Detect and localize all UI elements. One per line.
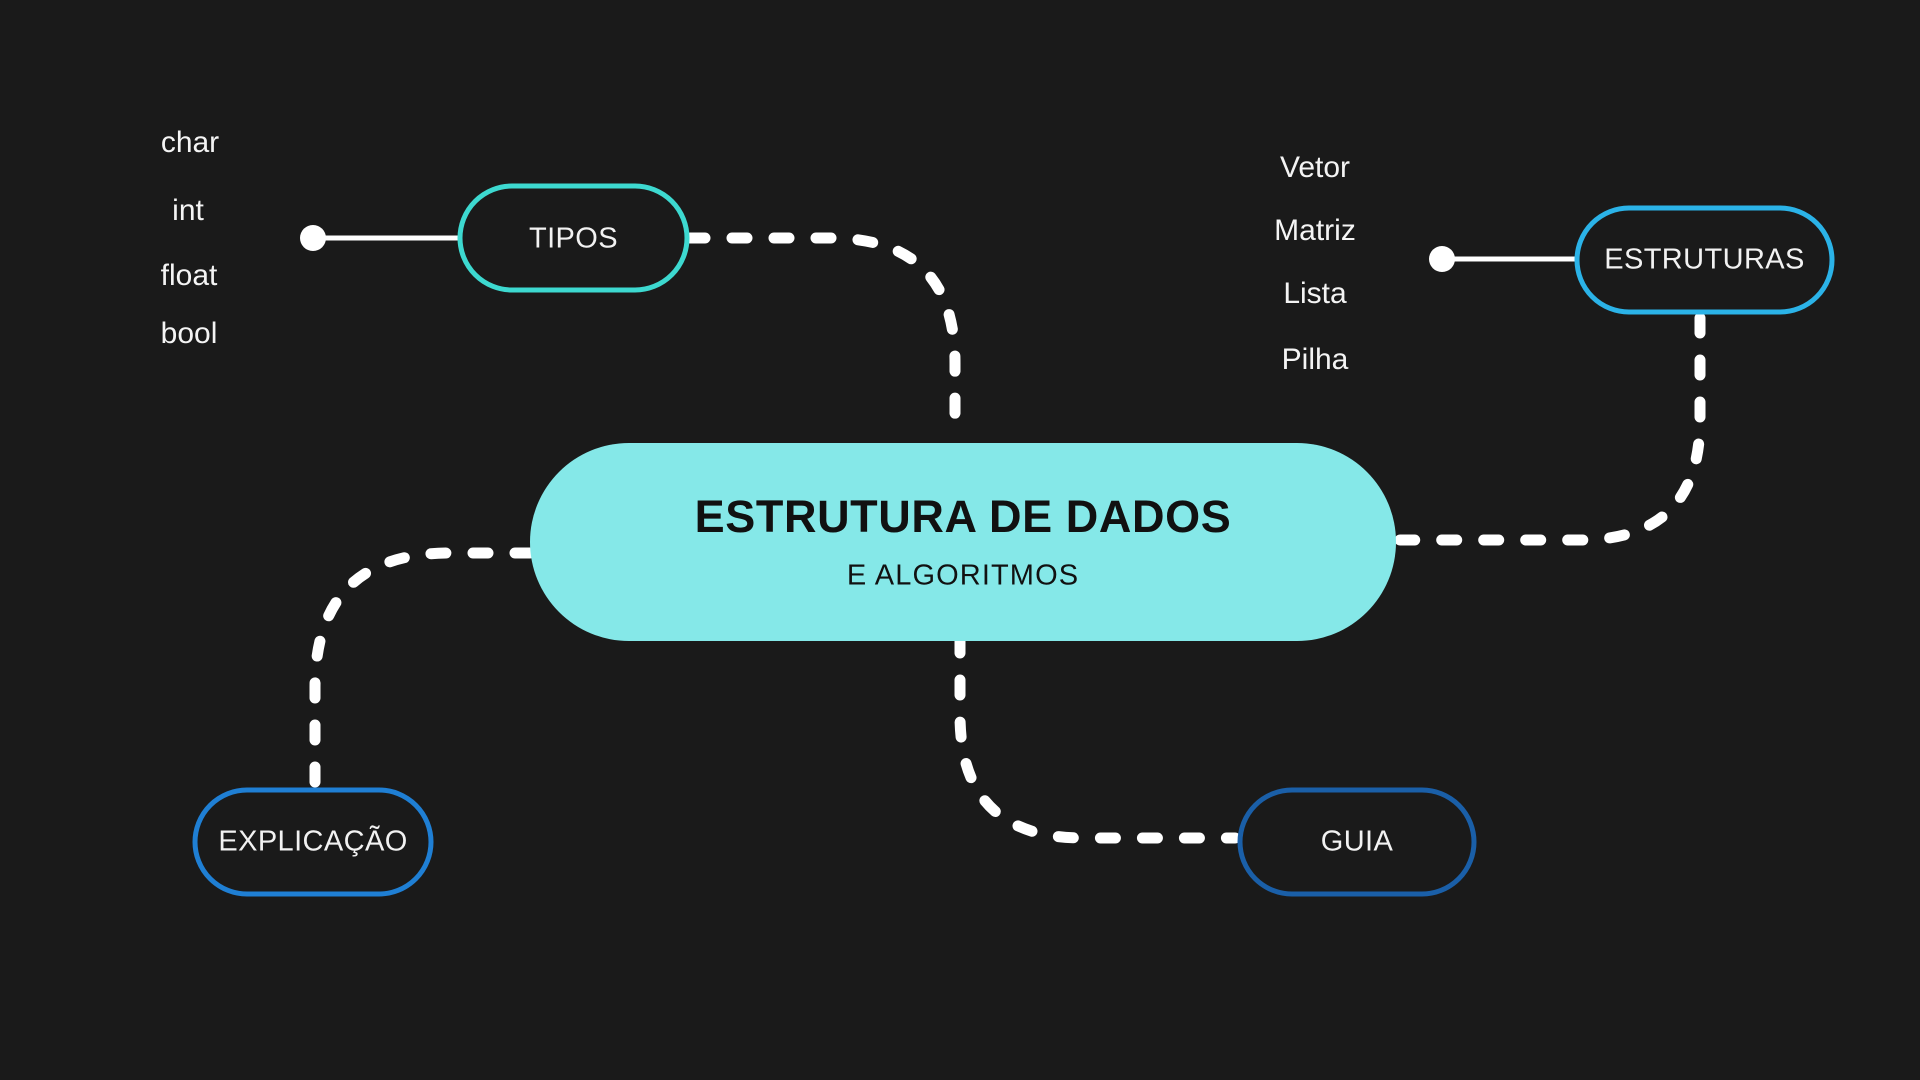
connector-estruturas-to-center: [1394, 312, 1706, 546]
left-list-item-char: char: [161, 126, 219, 159]
connector-center-to-explicacao: [309, 547, 536, 796]
center-node-subtitle: E ALGORITMOS: [847, 560, 1079, 592]
node-estruturas-shape: [1574, 205, 1835, 315]
right-list-item-lista: Lista: [1283, 277, 1347, 310]
node-guia-label: GUIA: [1321, 826, 1394, 858]
stub-dot-estruturas: [1429, 246, 1455, 272]
right-list-item-vetor: Vetor: [1280, 151, 1350, 184]
center-node[interactable]: ESTRUTURA DE DADOS E ALGORITMOS: [530, 443, 1396, 641]
node-explicacao-label: EXPLICAÇÃO: [218, 824, 407, 858]
left-list-item-bool: bool: [161, 317, 218, 350]
center-node-title: ESTRUTURA DE DADOS: [695, 491, 1232, 542]
left-list-item-int: int: [172, 194, 204, 227]
right-list-item-pilha: Pilha: [1282, 343, 1349, 376]
node-explicacao-shape: [192, 787, 434, 897]
right-list-item-matriz: Matriz: [1274, 214, 1356, 247]
node-tipos-label: TIPOS: [529, 223, 618, 255]
left-type-list: char int float bool: [161, 126, 220, 350]
node-guia[interactable]: GUIA: [1237, 787, 1477, 897]
center-node-shape: [530, 443, 1396, 641]
node-tipos[interactable]: TIPOS: [457, 183, 690, 293]
node-estruturas[interactable]: ESTRUTURAS: [1574, 205, 1835, 315]
stub-dot-tipos: [300, 225, 326, 251]
node-estruturas-label: ESTRUTURAS: [1604, 244, 1805, 276]
connector-tipos-to-center: [684, 232, 961, 446]
right-structure-list: Vetor Matriz Lista Pilha: [1274, 151, 1356, 376]
connector-center-to-guia: [954, 632, 1241, 844]
node-explicacao[interactable]: EXPLICAÇÃO: [192, 787, 434, 897]
node-guia-shape: [1237, 787, 1477, 897]
stub-group: [300, 225, 1580, 272]
left-list-item-float: float: [161, 259, 218, 292]
connector-group: [309, 232, 1706, 844]
node-tipos-shape: [457, 183, 690, 293]
